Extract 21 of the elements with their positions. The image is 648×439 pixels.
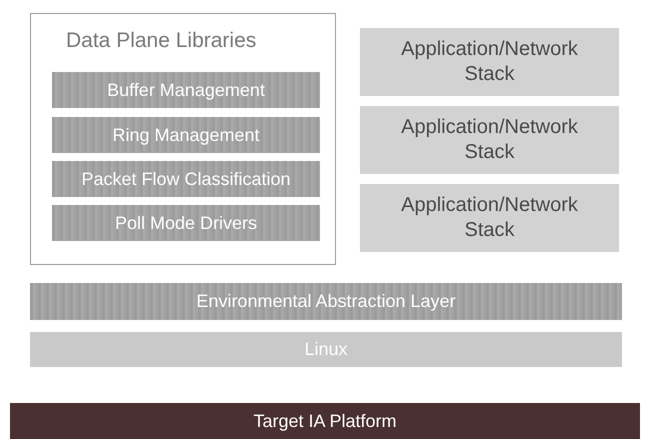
library-group-box (30, 13, 336, 265)
layer-block (30, 283, 622, 320)
layer-label: Application/Network Stack (400, 115, 579, 165)
layer-label: Poll Mode Drivers (114, 212, 258, 234)
layer-label: Environmental Abstraction Layer (196, 290, 456, 313)
platform-bar (10, 403, 640, 439)
layer-block (52, 161, 320, 197)
layer-label: Application/Network Stack (400, 193, 579, 243)
stack-block (360, 184, 619, 252)
layer-label: Packet Flow Classification (81, 168, 291, 190)
layer-label: Target IA Platform (253, 410, 397, 432)
layer-label: Buffer Management (107, 78, 265, 102)
group-title: Data Plane Libraries (66, 28, 256, 54)
layer-block (52, 72, 320, 108)
layer-block (52, 205, 320, 241)
layer-label: Ring Management (112, 124, 260, 146)
layer-label: Application/Network Stack (400, 37, 579, 87)
stack-block (360, 28, 619, 96)
layer-block (52, 117, 320, 153)
stack-block (360, 106, 619, 174)
layer-block (30, 332, 622, 367)
